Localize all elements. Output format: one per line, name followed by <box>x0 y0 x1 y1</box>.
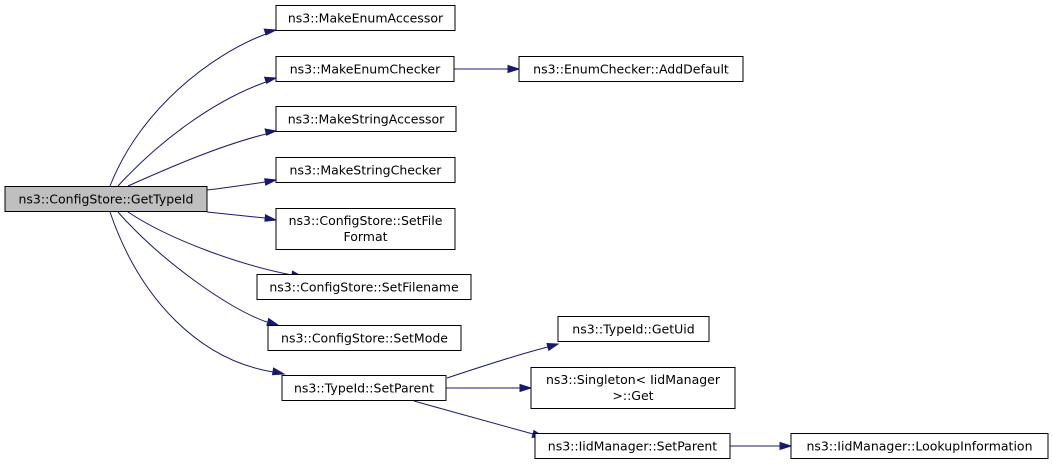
node-label: ns3::MakeStringAccessor <box>288 112 445 127</box>
node-make-enum-accessor[interactable]: ns3::MakeEnumAccessor <box>275 5 456 31</box>
node-make-string-accessor[interactable]: ns3::MakeStringAccessor <box>275 106 457 132</box>
edge-setparent-iidmanagersetparent <box>413 400 546 438</box>
node-label: ns3::MakeStringChecker <box>290 163 443 178</box>
node-label-line2: >::Get <box>612 388 653 403</box>
edge-gettypeid-typeidsetparent <box>109 211 286 376</box>
node-singleton-iidmanager-get[interactable]: ns3::Singleton< IidManager >::Get <box>530 367 736 409</box>
node-label-line1: ns3::ConfigStore::SetFile <box>289 213 443 228</box>
node-label: ns3::TypeId::GetUid <box>572 322 694 337</box>
node-label: ns3::IidManager::SetParent <box>548 439 718 454</box>
node-label: ns3::MakeEnumChecker <box>290 62 441 77</box>
node-iidmanager-setparent[interactable]: ns3::IidManager::SetParent <box>534 433 731 459</box>
node-label: ns3::ConfigStore::SetMode <box>281 331 448 346</box>
node-make-string-checker[interactable]: ns3::MakeStringChecker <box>275 157 456 183</box>
node-label: ns3::ConfigStore::GetTypeId <box>19 192 194 207</box>
node-label: ns3::IidManager::LookupInformation <box>806 439 1032 454</box>
node-typeid-getuid[interactable]: ns3::TypeId::GetUid <box>557 316 710 342</box>
edge-iidsetparent-lookup <box>730 441 793 451</box>
node-label-line2: Format <box>343 229 387 244</box>
node-label: ns3::EnumChecker::AddDefault <box>533 62 729 77</box>
edge-setparent-singletonget <box>446 383 533 393</box>
node-iidmanager-lookupinformation[interactable]: ns3::IidManager::LookupInformation <box>790 433 1049 459</box>
node-typeid-setparent[interactable]: ns3::TypeId::SetParent <box>281 375 447 401</box>
edge-makeenumchecker-adddefault <box>454 64 521 74</box>
node-configstore-setmode[interactable]: ns3::ConfigStore::SetMode <box>267 325 462 351</box>
edge-setparent-getuid <box>446 342 560 379</box>
edge-gettypeid-makeenumaccessor <box>109 28 278 187</box>
node-configstore-setfileformat[interactable]: ns3::ConfigStore::SetFile Format <box>275 208 456 250</box>
node-make-enum-checker[interactable]: ns3::MakeEnumChecker <box>275 56 455 82</box>
node-label: ns3::MakeEnumAccessor <box>288 11 444 26</box>
node-label: ns3::TypeId::SetParent <box>294 381 434 396</box>
node-configstore-gettypeid[interactable]: ns3::ConfigStore::GetTypeId <box>4 186 208 212</box>
node-label: ns3::ConfigStore::SetFilename <box>269 280 459 295</box>
node-configstore-setfilename[interactable]: ns3::ConfigStore::SetFilename <box>256 274 472 300</box>
edge-gettypeid-setmode <box>117 211 280 326</box>
node-label-line1: ns3::Singleton< IidManager <box>546 372 721 387</box>
edge-gettypeid-makestringaccessor <box>127 128 278 187</box>
edge-gettypeid-makestringchecker <box>206 178 278 191</box>
node-enum-checker-add-default[interactable]: ns3::EnumChecker::AddDefault <box>518 56 744 82</box>
edge-gettypeid-setfileformat <box>206 211 278 222</box>
edge-gettypeid-makeenumchecker <box>117 76 278 187</box>
